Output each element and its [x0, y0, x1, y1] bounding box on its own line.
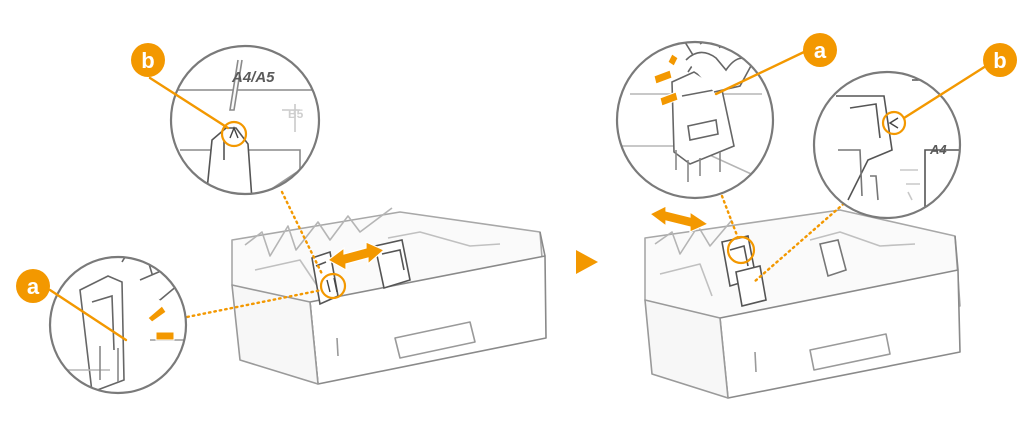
right-callout-a: a	[803, 33, 837, 67]
left-panel: A4/A5 6.6 B5	[16, 43, 547, 395]
svg-text:a: a	[814, 38, 827, 63]
left-side-guide-b	[374, 239, 411, 290]
left-zoom-b: A4/A5 6.6 B5	[148, 44, 321, 196]
left-callout-b: b	[131, 43, 165, 77]
left-size-mark-b5: B5	[288, 107, 304, 121]
right-triangle-icon	[576, 250, 598, 274]
svg-text:b: b	[141, 48, 154, 73]
right-zoom-b: A4 B5	[812, 64, 988, 220]
svg-text:a: a	[27, 274, 40, 299]
right-panel: A4 B5 a b	[615, 33, 1017, 399]
svg-text:b: b	[993, 48, 1006, 73]
left-size-mark-main: A4/A5	[231, 69, 275, 86]
right-side-guide-c	[819, 239, 847, 278]
right-leader-a	[720, 194, 740, 240]
right-zoom-b-ring	[881, 110, 907, 136]
right-slide-arrow	[648, 205, 710, 233]
right-zoom-a	[615, 40, 806, 200]
right-size-mark-b5: B5	[936, 208, 949, 219]
right-paper-drawer	[644, 209, 961, 399]
right-leader-b	[752, 198, 850, 284]
left-paper-drawer	[231, 207, 547, 385]
left-zoom-b-ring	[220, 120, 248, 148]
right-size-mark-a4: A4	[929, 142, 947, 157]
left-leader-b	[280, 190, 325, 278]
right-lever-ring	[726, 235, 756, 265]
left-slide-arrow	[326, 241, 386, 272]
left-zoom-a	[48, 255, 188, 395]
left-lever-ring	[319, 272, 347, 300]
right-side-guide-b	[735, 265, 767, 307]
right-callout-b: b	[983, 43, 1017, 77]
left-callout-a: a	[16, 269, 50, 303]
left-leader-a	[180, 288, 324, 320]
